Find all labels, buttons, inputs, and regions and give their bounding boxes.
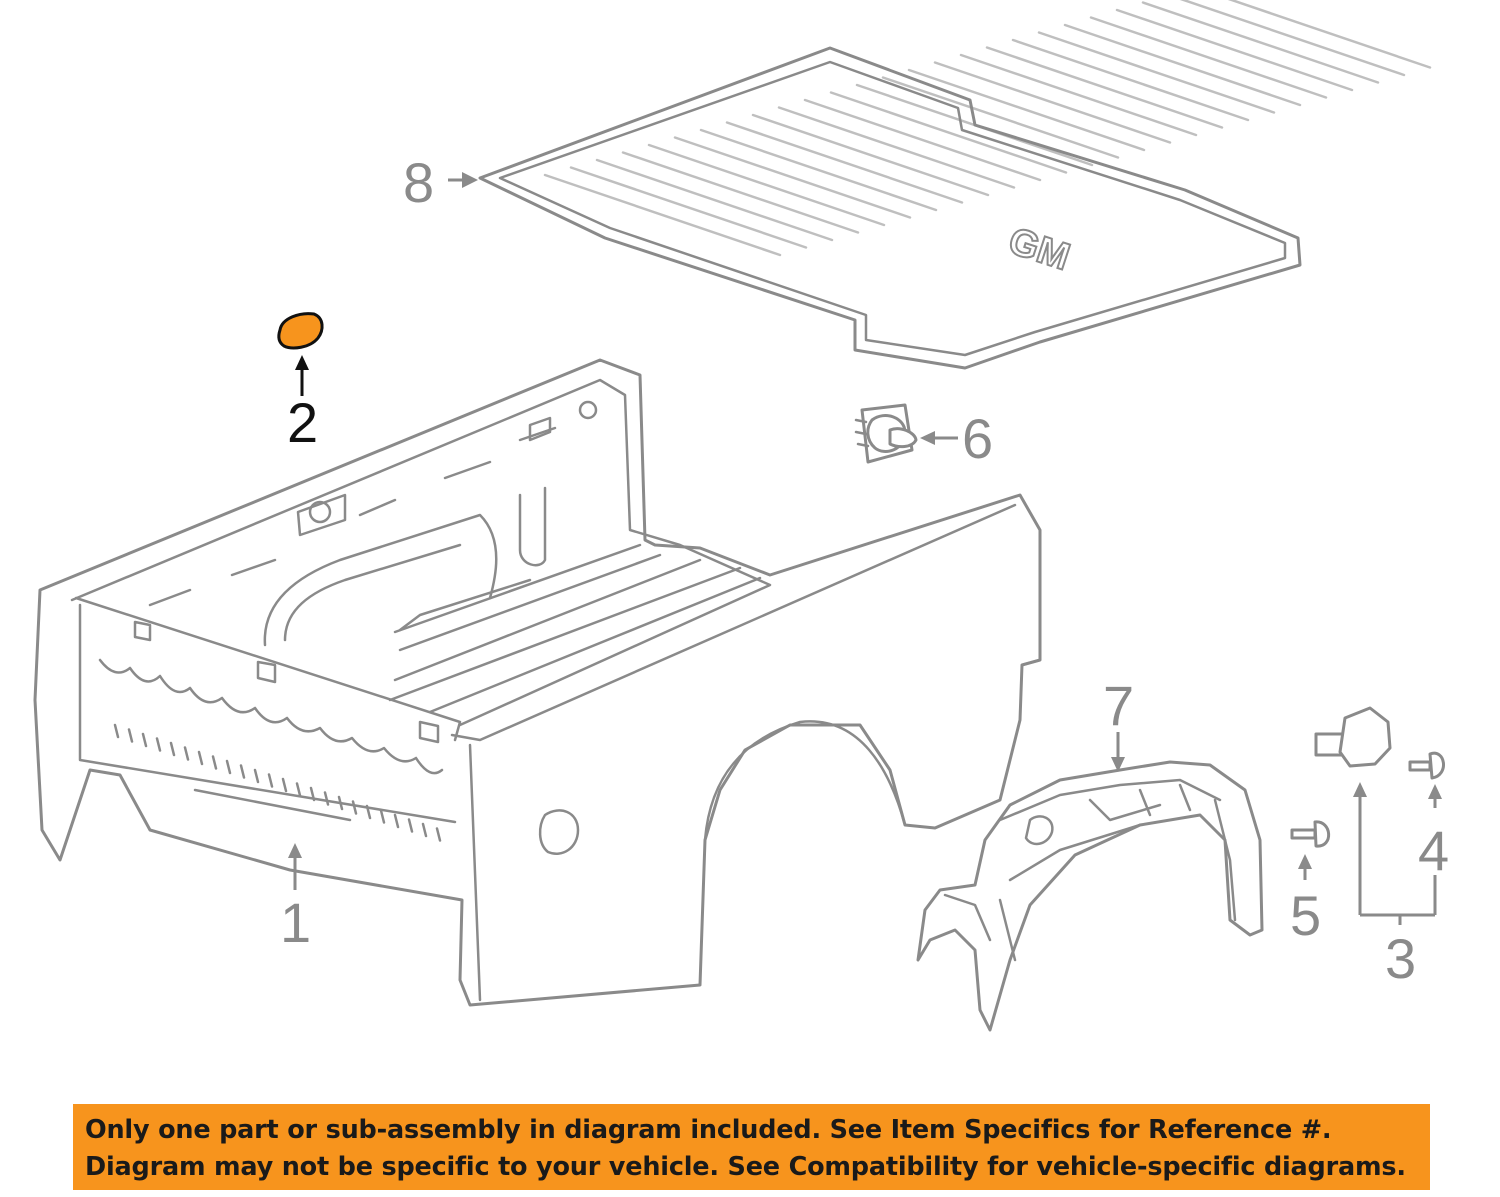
disclaimer-banner: Only one part or sub-assembly in diagram…: [73, 1104, 1430, 1190]
callout-1: 1: [280, 843, 311, 954]
front-wall-slot: [351, 800, 358, 815]
front-wall-slot: [211, 755, 218, 770]
mat-rib: [1063, 23, 1302, 107]
front-wall-slot: [169, 741, 176, 757]
disclaimer-line-1: Only one part or sub-assembly in diagram…: [85, 1115, 1332, 1145]
mat-rib: [1227, 0, 1432, 69]
callout-label-7: 7: [1103, 674, 1134, 737]
callout-7: 7: [1103, 674, 1134, 772]
front-wall-slot: [323, 791, 330, 806]
cap-part-2: [277, 312, 324, 350]
mat-rib: [725, 121, 964, 204]
front-wall-slot: [295, 782, 302, 797]
mat-rib: [881, 76, 1120, 159]
callout-label-1: 1: [280, 891, 311, 954]
pickup-box-part-1: [33, 358, 1042, 1007]
front-wall-slot: [435, 827, 442, 842]
mat-rib: [699, 128, 938, 212]
callout-label-3: 3: [1385, 927, 1416, 990]
mat-rib: [1037, 31, 1276, 114]
front-wall-slot: [365, 804, 372, 820]
callout-label-4: 4: [1418, 819, 1449, 882]
callout-6: 6: [920, 407, 993, 470]
front-wall-slot: [337, 795, 344, 811]
highlighted-part: [277, 312, 324, 350]
callout-label-6: 6: [962, 407, 993, 470]
callout-label-5: 5: [1290, 884, 1321, 947]
front-wall-slots: [113, 723, 442, 842]
mat-rib: [569, 166, 808, 249]
bed-mat-part-8: GM: [478, 0, 1432, 370]
mat-rib: [673, 136, 912, 219]
mat-rib: [1089, 16, 1328, 99]
mat-rib: [777, 106, 1016, 189]
wheelhouse-part-7: [916, 760, 1264, 1032]
mat-rib: [1141, 1, 1380, 84]
bolt-part-5: [1290, 820, 1331, 848]
front-wall-slot: [253, 768, 260, 784]
mat-rib: [933, 61, 1172, 144]
front-wall-slot: [183, 746, 190, 761]
front-wall-slot: [239, 764, 246, 779]
mat-rib: [855, 83, 1094, 167]
front-wall-slot: [379, 809, 386, 824]
mat-ribs: [543, 0, 1432, 257]
front-wall-slot: [113, 723, 120, 739]
tie-down-part-6: [854, 403, 918, 464]
plug-part-3: [1314, 706, 1392, 768]
callout-label-2: 2: [287, 391, 318, 454]
mat-rib: [1115, 8, 1354, 92]
front-wall-slot: [421, 822, 428, 838]
front-wall-slot: [281, 777, 288, 793]
disclaimer-line-2: Diagram may not be specific to your vehi…: [85, 1152, 1406, 1182]
bolt-part-4: [1408, 751, 1445, 780]
front-wall-slot: [197, 750, 204, 766]
front-wall-slot: [267, 773, 274, 788]
callout-label-8: 8: [403, 151, 434, 214]
callout-8: 8: [403, 151, 478, 214]
mat-rib: [595, 158, 834, 242]
mat-rib: [647, 143, 886, 227]
mat-rib: [1011, 38, 1250, 122]
mat-rib: [829, 91, 1068, 174]
mat-rib: [543, 173, 782, 257]
front-wall-slot: [155, 737, 162, 752]
mat-rib: [985, 46, 1224, 129]
front-wall-slot: [393, 813, 400, 829]
front-wall-slot: [407, 818, 414, 833]
front-wall-slot: [225, 759, 232, 775]
front-wall-slot: [127, 728, 134, 743]
mat-rib: [907, 68, 1146, 152]
front-wall-slot: [141, 732, 148, 748]
mat-rib: [751, 113, 990, 197]
mat-rib: [621, 151, 860, 234]
callout-2: 2: [287, 355, 318, 454]
front-wall-slot: [309, 786, 316, 802]
mat-rib: [1179, 0, 1406, 77]
mat-rib: [959, 53, 1198, 137]
mat-rib: [803, 98, 1042, 182]
callout-3-4-5: 4 5 3: [1290, 782, 1449, 990]
